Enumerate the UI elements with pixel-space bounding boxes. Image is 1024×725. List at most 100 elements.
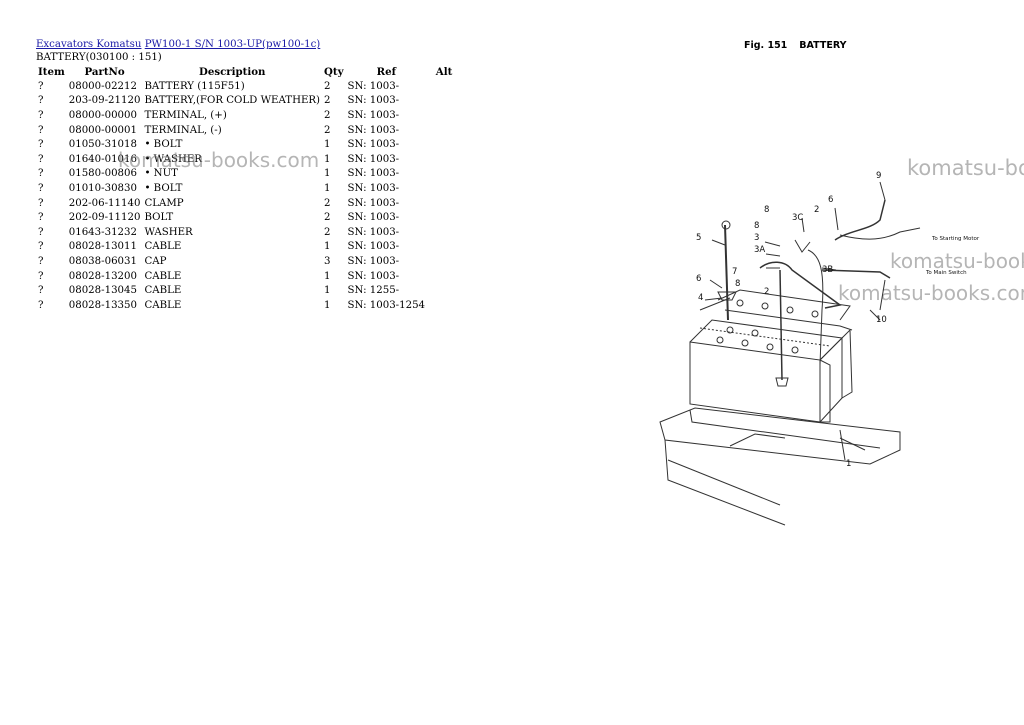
alt-cell [427,269,461,284]
description-cell: CABLE [144,270,182,282]
qty-cell: 2 [324,124,331,136]
alt-cell [427,225,461,240]
header-ref: Ref [376,66,396,78]
description-cell: • BOLT [144,182,183,194]
qty-cell: 1 [324,168,331,180]
item-cell: ? [38,212,44,224]
partno-cell: 08038-06031 [68,255,137,267]
alt-cell [427,254,461,269]
qty-cell: 2 [324,80,331,92]
callout-3a: 3A [754,245,765,255]
item-cell: ? [38,226,44,238]
partno-cell: 01010-30830 [68,182,137,194]
partno-cell: 01640-01016 [68,153,137,165]
breadcrumb-link-model[interactable]: PW100-1 S/N 1003-UP(pw100-1c) [144,39,321,50]
item-cell: ? [38,95,44,107]
qty-cell: 1 [324,153,331,165]
parts-table: Item PartNo Description Qty Ref Alt ?080… [36,65,461,313]
qty-cell: 1 [324,139,331,151]
partno-cell: 202-09-11120 [68,212,141,224]
item-cell: ? [38,80,44,92]
callout-8: 8 [735,279,740,289]
item-cell: ? [38,197,44,209]
callout-5: 5 [696,233,701,243]
section-title: BATTERY(030100 : 151) [36,52,162,63]
alt-cell [427,94,461,109]
ref-cell: SN: 1003- [347,153,400,165]
note-main-switch: To Main Switch [925,270,967,276]
item-cell: ? [38,109,44,121]
battery-left [689,319,844,423]
partno-cell: 203-09-21120 [68,95,141,107]
description-cell: • WASHER [144,153,202,165]
qty-cell: 2 [324,212,331,224]
description-cell: CLAMP [144,197,184,209]
ref-cell: SN: 1003- [347,270,400,282]
callout-6: 6 [696,274,701,284]
callout-2: 2 [814,205,819,215]
breadcrumb-link-category[interactable]: Excavators Komatsu [36,39,142,50]
callout-8: 8 [754,221,759,231]
alt-cell [427,79,461,94]
item-cell: ? [38,241,44,253]
callout-3: 3 [754,233,759,243]
ref-cell: SN: 1003- [347,80,400,92]
item-cell: ? [38,168,44,180]
qty-cell: 2 [324,197,331,209]
partno-cell: 08028-13011 [68,241,137,253]
ref-cell: SN: 1003- [347,241,400,253]
partno-cell: 08000-00001 [68,124,137,136]
alt-cell [427,240,461,255]
figure-name: BATTERY [799,40,847,51]
qty-cell: 1 [324,182,331,194]
battery-diagram: 9 6 2 8 3C 8 5 3 3A 7 6 3B 8 2 4 10 1 To… [659,171,980,526]
header-item: Item [38,66,65,78]
table-header-row: Item PartNo Description Qty Ref Alt [36,65,461,79]
partno-cell: 202-06-11140 [68,197,141,209]
callout-9: 9 [876,171,881,181]
item-cell: ? [38,299,44,311]
partno-cell: 08028-13200 [68,270,137,282]
ref-cell: SN: 1003- [347,109,400,121]
callout-2: 2 [764,287,769,297]
header-qty: Qty [324,66,344,78]
header-description: Description [199,66,266,78]
description-cell: CAP [144,255,167,267]
callout-4: 4 [698,293,703,303]
description-cell: • NUT [144,168,178,180]
alt-cell [427,123,461,138]
note-starting-motor: To Starting Motor [931,236,980,242]
callout-7: 7 [732,267,737,277]
alt-cell [427,210,461,225]
alt-cell [427,137,461,152]
ref-cell: SN: 1003- [347,139,400,151]
callout-3b: 3B [822,265,833,275]
description-cell: TERMINAL, (+) [144,109,227,121]
alt-cell [427,152,461,167]
ref-cell: SN: 1003- [347,182,400,194]
battery-right [717,289,853,423]
figure-number: Fig. 151 [744,40,788,51]
description-cell: BATTERY (115F51) [144,80,245,92]
partno-cell: 01050-31018 [68,139,137,151]
description-cell: BATTERY,(FOR COLD WEATHER) [144,95,321,107]
ref-cell: SN: 1255- [347,285,400,297]
terminal-clamp-bolts [699,220,789,387]
description-cell: BOLT [144,212,174,224]
qty-cell: 2 [324,226,331,238]
breadcrumb: Excavators Komatsu PW100-1 S/N 1003-UP(p… [36,39,320,50]
qty-cell: 1 [324,299,331,311]
item-cell: ? [38,139,44,151]
callout-6: 6 [828,195,833,205]
item-cell: ? [38,124,44,136]
